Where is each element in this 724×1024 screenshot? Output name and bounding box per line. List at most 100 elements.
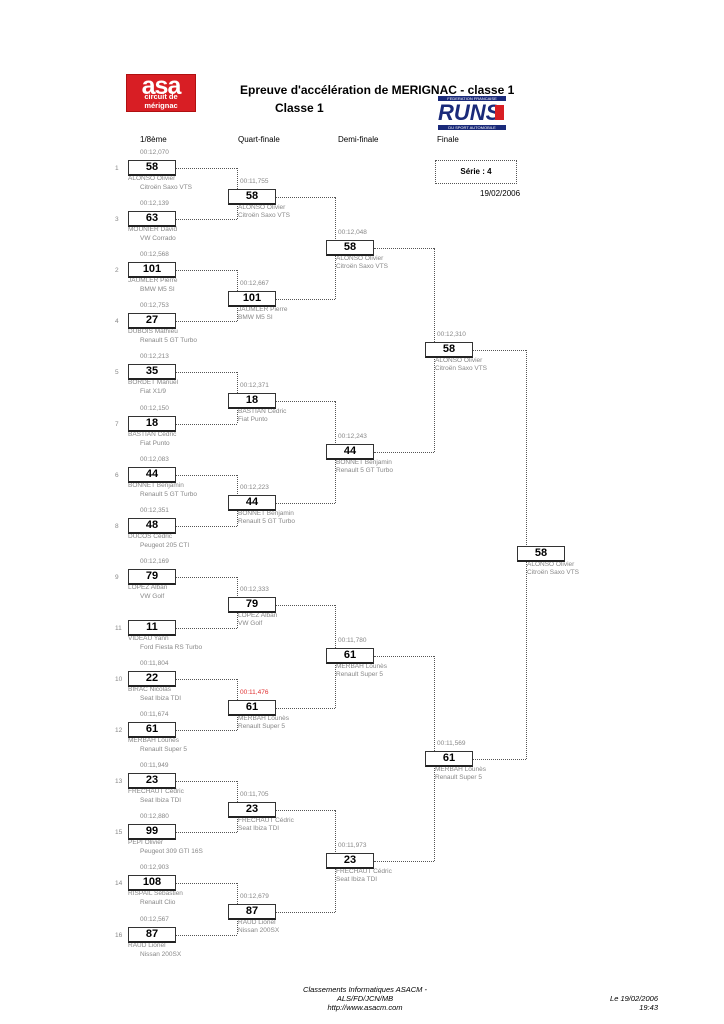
connector-line bbox=[176, 883, 237, 885]
entry-bib-box[interactable]: 48 bbox=[128, 517, 176, 534]
column-header-semi: Demi-finale bbox=[338, 135, 379, 144]
column-header-quarter: Quart-finale bbox=[238, 135, 280, 144]
entry-bib-box[interactable]: 27 bbox=[128, 313, 176, 330]
entry-car: Peugeot 309 GTI 16S bbox=[140, 848, 203, 856]
entry-time: 00:11,755 bbox=[240, 177, 269, 185]
footer-time: 19:43 bbox=[639, 1003, 658, 1012]
entry-time: 00:12,880 bbox=[140, 813, 169, 821]
entry-car: Seat Ibiza TDI bbox=[140, 797, 182, 805]
connector-line bbox=[176, 730, 237, 732]
entry-bib-box[interactable]: 87 bbox=[228, 903, 276, 920]
entry-bib-box[interactable]: 61 bbox=[326, 648, 374, 665]
entry-bib-box[interactable]: 61 bbox=[228, 699, 276, 716]
connector-line bbox=[276, 400, 335, 402]
entry-bib-box[interactable]: 18 bbox=[128, 415, 176, 432]
entry-seed: 5 bbox=[115, 369, 119, 377]
entry-driver-name: RAUD Lionel bbox=[128, 941, 166, 949]
connector-line bbox=[176, 372, 237, 374]
runs-logo-text: RUNS bbox=[438, 100, 501, 125]
entry-bib-box[interactable]: 11 bbox=[128, 619, 176, 636]
entry-seed: 10 bbox=[115, 676, 123, 683]
entry-bib-box[interactable]: 101 bbox=[128, 262, 176, 279]
entry-car: VW Golf bbox=[140, 592, 165, 600]
entry-car: Renault Clio bbox=[140, 899, 176, 907]
entry-bib-box[interactable]: 23 bbox=[326, 852, 374, 869]
entry-bib-box[interactable]: 61 bbox=[128, 722, 176, 739]
runs-logo-top: FEDERATION FRANCAISE bbox=[438, 96, 506, 101]
connector-line bbox=[276, 809, 335, 811]
entry-bib-box[interactable]: 63 bbox=[128, 211, 176, 228]
entry-bib-box[interactable]: 58 bbox=[228, 188, 276, 205]
entry-driver-name: BORDET Manuel bbox=[128, 379, 179, 387]
entry-bib-box[interactable]: 44 bbox=[326, 444, 374, 461]
entry-time: 00:12,667 bbox=[240, 279, 269, 287]
connector-line bbox=[176, 270, 237, 272]
event-date: 19/02/2006 bbox=[480, 189, 521, 198]
entry-driver-name: MERBAH Lounès bbox=[435, 765, 486, 773]
entry-car: Renault Super 5 bbox=[336, 671, 383, 679]
entry-bib-box[interactable]: 44 bbox=[128, 466, 176, 483]
entry-car: VW Corrado bbox=[140, 235, 176, 243]
entry-time: 00:11,476 bbox=[240, 688, 269, 696]
entry-car: Fiat Punto bbox=[140, 439, 170, 447]
entry-bib-box[interactable]: 61 bbox=[425, 750, 473, 767]
asa-logo-text: asa bbox=[141, 72, 182, 100]
asa-logo: asa circuit de mérignac bbox=[126, 72, 196, 112]
footer-timestamp: Le 19/02/2006 19:43 bbox=[590, 994, 658, 1012]
entry-time: 00:12,333 bbox=[240, 586, 269, 594]
entry-bib-box[interactable]: 22 bbox=[128, 671, 176, 687]
entry-bib-box[interactable]: 108 bbox=[128, 875, 176, 892]
runs-logo-flag bbox=[495, 105, 504, 120]
footer-date: Le 19/02/2006 bbox=[610, 994, 658, 1003]
entry-bib-box[interactable]: 99 bbox=[128, 824, 176, 841]
entry-car: Seat Ibiza TDI bbox=[140, 695, 182, 702]
entry-time: 00:11,569 bbox=[437, 739, 466, 747]
entry-car: Renault 5 GT Turbo bbox=[336, 467, 393, 475]
entry-seed: 16 bbox=[115, 931, 123, 939]
entry-bib-box[interactable]: 58 bbox=[128, 160, 176, 176]
entry-seed: 9 bbox=[115, 573, 119, 581]
connector-line bbox=[276, 298, 335, 300]
entry-bib-box[interactable]: 44 bbox=[228, 495, 276, 512]
connector-line bbox=[176, 576, 237, 578]
entry-bib-box[interactable]: 101 bbox=[228, 290, 276, 307]
entry-time: 00:11,780 bbox=[338, 637, 367, 645]
connector-line bbox=[176, 679, 237, 680]
entry-seed: 11 bbox=[115, 624, 122, 632]
entry-time: 00:12,567 bbox=[140, 915, 169, 923]
entry-driver-name: BASTIAN Cédric bbox=[128, 430, 177, 438]
footer-link[interactable]: http://www.asacm.com bbox=[327, 1003, 403, 1012]
entry-bib-box[interactable]: 23 bbox=[228, 801, 276, 818]
entry-time: 00:12,070 bbox=[140, 149, 169, 156]
connector-line bbox=[176, 423, 237, 425]
entry-car: BMW M5 SI bbox=[238, 313, 273, 321]
entry-driver-name: BONNET Benjamin bbox=[128, 481, 184, 489]
entry-bib-box[interactable]: 79 bbox=[128, 568, 176, 585]
entry-driver-name: FRECHAUT Cédric bbox=[128, 788, 184, 796]
entry-car: Ford Fiesta RS Turbo bbox=[140, 643, 203, 651]
entry-bib-box[interactable]: 79 bbox=[228, 597, 276, 614]
entry-car: Citroën Saxo VTS bbox=[238, 211, 291, 219]
connector-line bbox=[176, 474, 237, 476]
footer-line2: ALS/FD/JCN/MB bbox=[336, 994, 394, 1003]
entry-bib-box[interactable]: 18 bbox=[228, 392, 276, 409]
footer-line1: Classements Informatiques ASACM - bbox=[303, 985, 427, 994]
entry-bib-box[interactable]: 58 bbox=[326, 239, 374, 256]
entry-seed: 15 bbox=[115, 829, 123, 837]
entry-driver-name: DUBOIS Mathieu bbox=[128, 328, 178, 336]
entry-time: 00:12,083 bbox=[140, 455, 169, 463]
entry-bib-box[interactable]: 58 bbox=[425, 341, 473, 358]
entry-driver-name: ALONSO Olivier bbox=[336, 254, 384, 262]
entry-car: Citroën Saxo VTS bbox=[435, 364, 488, 372]
entry-car: Fiat Punto bbox=[238, 415, 268, 423]
connector-line bbox=[276, 707, 335, 709]
entry-time: 00:12,903 bbox=[140, 864, 169, 872]
entry-bib-box[interactable]: 23 bbox=[128, 773, 176, 790]
entry-bib-box[interactable]: 35 bbox=[128, 364, 176, 381]
entry-time: 00:12,243 bbox=[338, 433, 367, 441]
entry-time: 00:11,973 bbox=[338, 841, 367, 849]
entry-bib-box[interactable]: 87 bbox=[128, 926, 176, 943]
entry-time: 00:12,169 bbox=[140, 557, 169, 565]
entry-bib-box[interactable]: 58 bbox=[517, 546, 565, 563]
entry-car: Seat Ibiza TDI bbox=[238, 824, 280, 832]
